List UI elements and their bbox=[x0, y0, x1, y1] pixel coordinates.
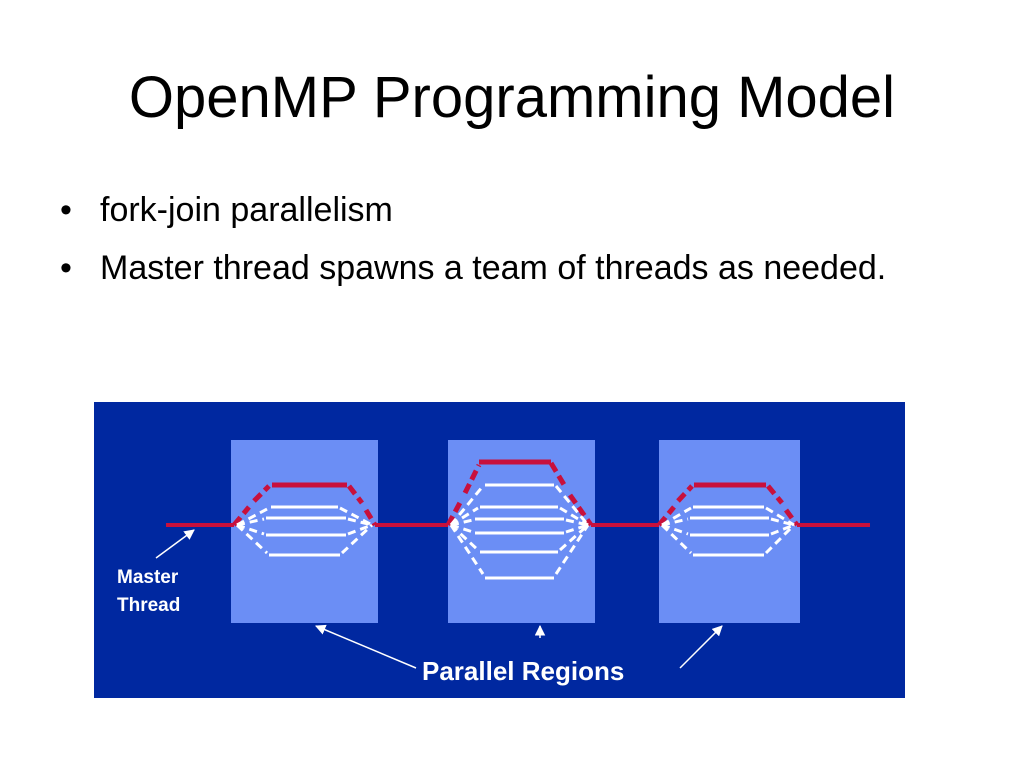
region-3-arrow bbox=[679, 625, 723, 669]
master-thread-label: Thread bbox=[117, 595, 180, 616]
bullet-item: • fork-join parallelism bbox=[60, 188, 920, 232]
region-1-arrow bbox=[315, 624, 417, 669]
slide-title: OpenMP Programming Model bbox=[128, 65, 896, 130]
parallel-region-1-threads bbox=[232, 482, 378, 557]
bullet-item: • Master thread spawns a team of threads… bbox=[60, 246, 920, 290]
parallel-region-2-threads bbox=[445, 459, 594, 580]
master-thread-label: Master bbox=[117, 567, 179, 588]
fork-join-diagram: Master Thread Parallel Regions bbox=[94, 402, 905, 698]
parallel-region-3-threads bbox=[657, 482, 800, 557]
bullet-text: fork-join parallelism bbox=[100, 191, 393, 229]
bullet-dot-icon: • bbox=[60, 249, 72, 287]
pointer-arrows bbox=[155, 529, 723, 669]
bullet-dot-icon: • bbox=[60, 191, 72, 229]
bullet-list: • fork-join parallelism • Master thread … bbox=[60, 188, 920, 304]
bullet-text: Master thread spawns a team of threads a… bbox=[100, 249, 887, 287]
master-thread-arrow bbox=[155, 529, 195, 559]
parallel-regions-label: Parallel Regions bbox=[422, 656, 624, 686]
